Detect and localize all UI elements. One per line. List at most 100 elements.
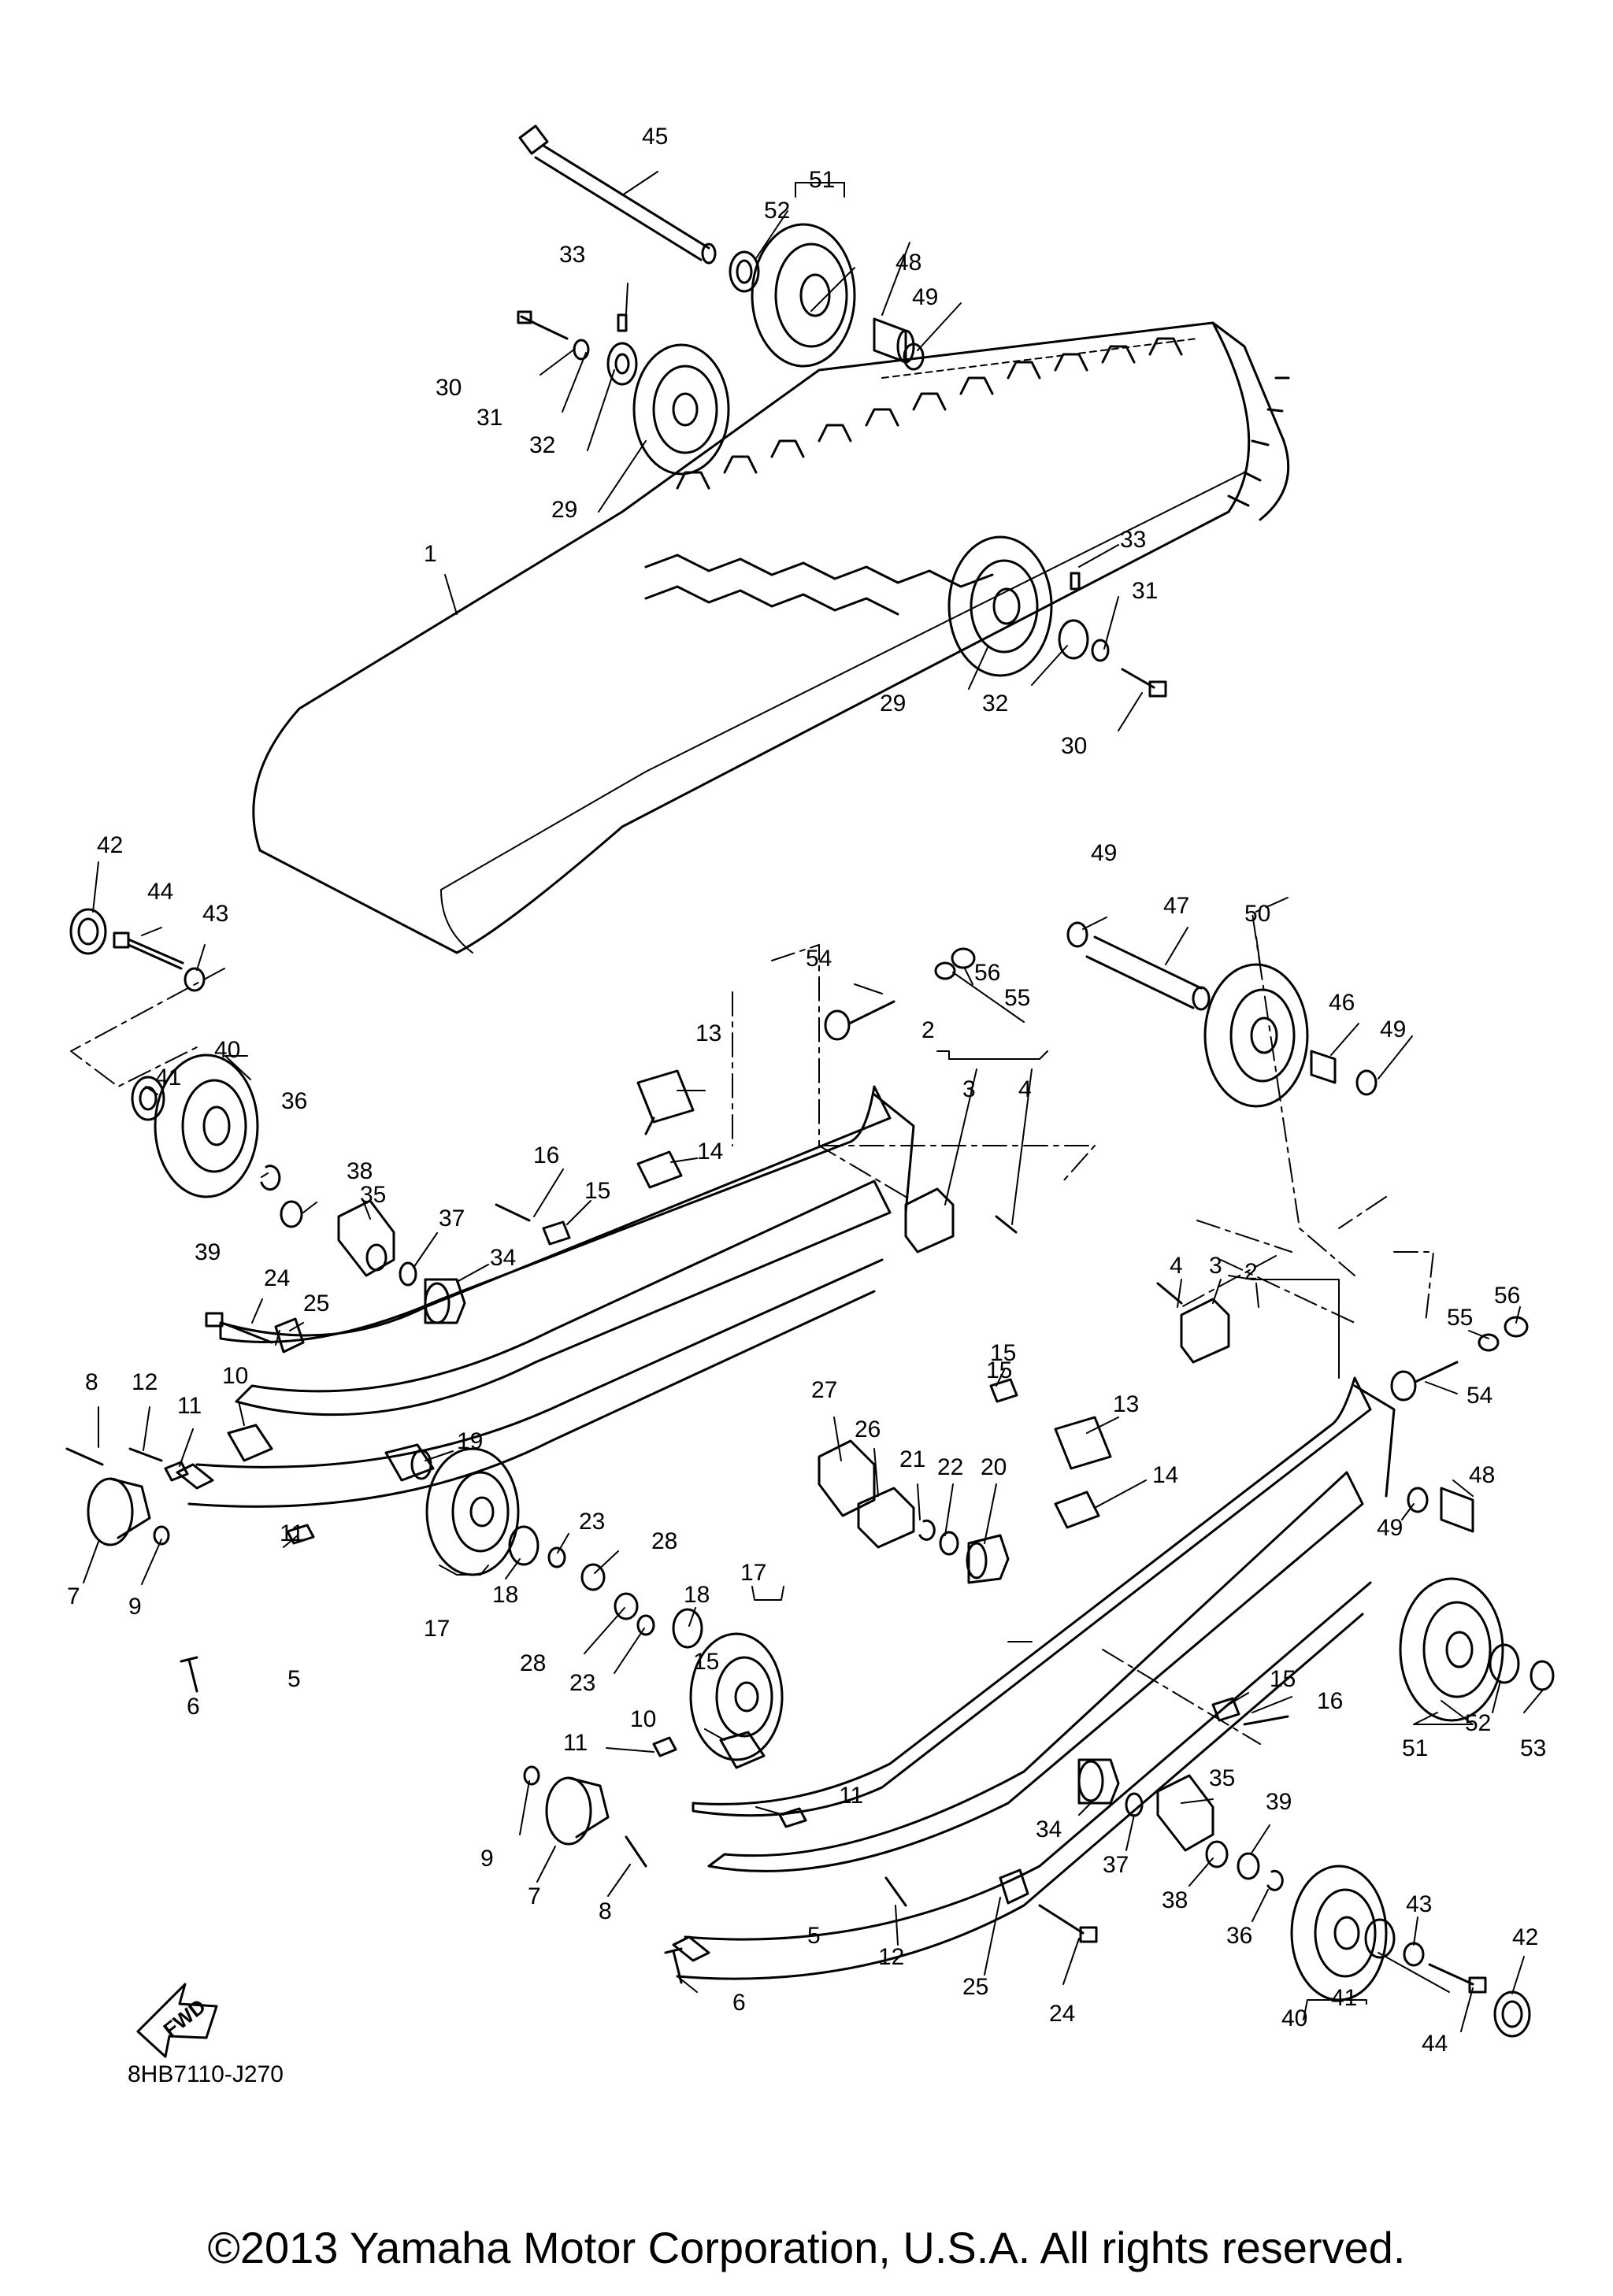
bumper-34b [1077, 1758, 1120, 1805]
washer-23 [547, 1546, 566, 1568]
callout: 52 [1465, 1710, 1491, 1736]
ring-39 [280, 1200, 303, 1228]
screw-6b [664, 1947, 683, 1984]
pin-16b [1243, 1715, 1289, 1726]
bearing-52 [729, 250, 760, 293]
tip-10b [719, 1731, 766, 1769]
callout: 24 [264, 1265, 290, 1291]
bracket-3b [1180, 1298, 1230, 1364]
callout: 34 [1036, 1816, 1062, 1842]
pin-8 [65, 1447, 104, 1466]
bracket-27 [818, 1439, 876, 1517]
callout: 45 [642, 124, 668, 150]
bolt-24b [1038, 1904, 1098, 1943]
left-slide-rail-frame [176, 1085, 915, 1508]
callout: 27 [811, 1377, 837, 1403]
spacer-32 [606, 342, 638, 386]
callout: 30 [1061, 733, 1087, 759]
callout: 33 [1120, 527, 1146, 553]
callout: 23 [569, 1670, 595, 1696]
callout: 49 [1377, 1515, 1403, 1541]
fwd-arrow-icon [136, 1983, 218, 2058]
wheel-40b [1290, 1865, 1388, 2002]
washer-9b [523, 1765, 540, 1786]
callout: 41 [155, 1065, 181, 1091]
callout: 48 [1469, 1462, 1495, 1488]
washer-43b [1403, 1942, 1425, 1967]
washer-43 [184, 967, 206, 992]
callout: 39 [195, 1239, 221, 1265]
callout: 13 [1113, 1391, 1139, 1417]
collar-46 [1310, 1050, 1337, 1084]
callout: 25 [962, 1974, 988, 2000]
clip-15c [1211, 1697, 1240, 1722]
block-35 [337, 1199, 395, 1277]
slider-14b [1054, 1491, 1100, 1529]
callout: 6 [732, 1990, 746, 2016]
pin-8b [625, 1835, 647, 1868]
callout: 4 [1018, 1076, 1032, 1102]
callout: 31 [476, 405, 502, 431]
callout: 33 [559, 242, 585, 268]
callout: 6 [187, 1694, 200, 1720]
callout: 29 [880, 691, 906, 717]
callout: 53 [1520, 1735, 1546, 1761]
washer-31 [573, 339, 590, 361]
callout: 49 [912, 284, 938, 310]
callout: 35 [360, 1182, 386, 1208]
bracket-26 [857, 1487, 915, 1549]
wheel-17b [689, 1632, 784, 1761]
washer-49c [1355, 1069, 1378, 1096]
bearing-52b [1489, 1643, 1520, 1684]
callout: 39 [1266, 1789, 1292, 1815]
bolt-30b [1121, 668, 1167, 698]
callout: 35 [1209, 1765, 1235, 1791]
callout: 15 [986, 1357, 1012, 1383]
callout: 15 [1270, 1666, 1296, 1692]
bumper-34 [424, 1278, 466, 1324]
callout: 44 [1422, 2031, 1448, 2057]
leader-lines [70, 171, 1544, 2032]
callout: 5 [807, 1923, 821, 1949]
clip-11b [286, 1524, 315, 1545]
callout: 51 [1402, 1735, 1428, 1761]
cap-42 [69, 908, 107, 955]
callout: 50 [1244, 901, 1270, 927]
callout: 2 [921, 1017, 935, 1043]
clip-11d [778, 1807, 807, 1828]
callout: 38 [1162, 1887, 1188, 1913]
callout: 36 [1226, 1923, 1252, 1949]
callout: 11 [563, 1730, 588, 1756]
bearing-18 [508, 1525, 540, 1566]
ring-38 [1205, 1840, 1229, 1868]
callout: 18 [684, 1582, 710, 1608]
screw-33b [1070, 572, 1081, 591]
callout: 7 [528, 1883, 541, 1909]
wheel-7b [545, 1776, 610, 1846]
callout: 51 [809, 167, 835, 193]
callout: 46 [1329, 990, 1355, 1016]
clip-15 [542, 1220, 571, 1246]
wheel-7 [87, 1477, 151, 1546]
track-belt [252, 321, 1290, 954]
wheel-17 [425, 1447, 520, 1576]
callout: 12 [878, 1944, 904, 1970]
washer-23b [636, 1614, 655, 1636]
nut-56 [951, 947, 976, 969]
callout: 43 [1406, 1891, 1432, 1917]
washer-49b [1066, 921, 1088, 948]
plate-25b [999, 1868, 1029, 1905]
callout: 10 [222, 1363, 248, 1389]
washer-31b [1091, 639, 1110, 662]
callout: 29 [551, 497, 577, 523]
washer-55b [1478, 1333, 1500, 1352]
bearing-18b [672, 1608, 703, 1649]
bumper-20 [966, 1534, 1010, 1584]
bolt-44 [113, 931, 184, 970]
wheel-51 [751, 223, 856, 368]
callout: 15 [990, 1340, 1016, 1366]
clip-11 [164, 1461, 189, 1482]
cap-53 [1530, 1660, 1555, 1691]
bolt-44b [1428, 1963, 1487, 1994]
callout: 37 [439, 1205, 465, 1231]
